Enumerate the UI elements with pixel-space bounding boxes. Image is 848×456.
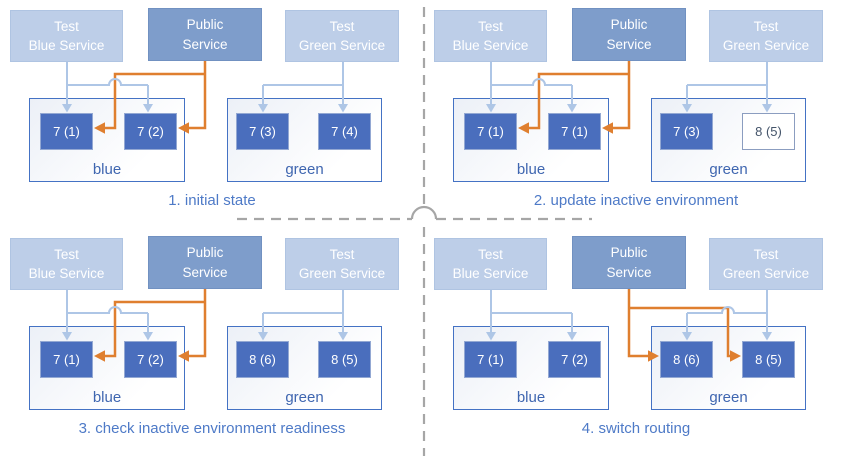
test-wire (67, 78, 148, 86)
public-service-label-line1: Public (610, 17, 648, 33)
version-node: 7 (1) (464, 341, 517, 378)
public-service-label-line1: Public (610, 245, 648, 261)
test-blue-service-label-line2: Blue Service (28, 38, 105, 53)
version-node: 7 (1) (40, 113, 93, 150)
green-environment-label: green (285, 161, 324, 178)
version-node: 8 (5) (318, 341, 371, 378)
test-wire (67, 306, 148, 314)
test-green-service-label-line2: Green Service (722, 266, 810, 281)
version-node: 7 (2) (548, 341, 601, 378)
test-blue-service-label-line1: Test (478, 18, 503, 34)
test-green-service-label-line2: Green Service (298, 38, 386, 53)
green-environment-label: green (285, 389, 324, 406)
version-node: 8 (5) (742, 341, 795, 378)
public-service-label-line1: Public (186, 17, 224, 33)
test-green-service-label-line2: Green Service (298, 266, 386, 281)
blue-environment-label: blue (92, 389, 122, 406)
test-blue-service-label-line1: Test (54, 246, 79, 262)
version-node: 7 (2) (124, 113, 177, 150)
public-service-label-line1: Public (186, 245, 224, 261)
blue-environment-label: blue (92, 161, 122, 178)
test-wire (491, 78, 572, 86)
test-green-service-label-line1: Test (329, 18, 355, 34)
version-node: 7 (4) (318, 113, 371, 150)
quadrant-caption: 4. switch routing (581, 420, 691, 437)
version-node: 7 (3) (660, 113, 713, 150)
public-service-label-line2: Service (606, 36, 652, 52)
test-green-service-label-line2: Green Service (722, 38, 810, 53)
quadrant-caption: 3. check inactive environment readiness (78, 420, 346, 437)
quadrant-caption: 1. initial state (168, 192, 256, 209)
public-route-wire (613, 61, 631, 130)
test-green-service-label-line1: Test (753, 18, 779, 34)
blue-environment-label: blue (516, 389, 546, 406)
test-wire (687, 306, 767, 314)
public-route-wire (189, 289, 207, 358)
green-environment-label: green (709, 161, 748, 178)
version-node: 8 (6) (660, 341, 713, 378)
test-blue-service-label-line2: Blue Service (452, 266, 529, 281)
test-blue-service-label-line1: Test (54, 18, 79, 34)
test-green-service-label-line1: Test (329, 246, 355, 262)
version-node: 7 (1) (548, 113, 601, 150)
test-green-service-label-line1: Test (753, 246, 779, 262)
blue-environment-label: blue (516, 161, 546, 178)
test-blue-service-label-line2: Blue Service (452, 38, 529, 53)
version-node: 7 (1) (40, 341, 93, 378)
test-blue-service-label-line2: Blue Service (28, 266, 105, 281)
version-node: 8 (5) (742, 113, 795, 150)
version-node: 7 (1) (464, 113, 517, 150)
quadrant-caption: 2. update inactive environment (533, 192, 739, 209)
test-blue-service-label-line1: Test (478, 246, 503, 262)
public-service-label-line2: Service (182, 264, 228, 280)
public-route-wire (189, 61, 207, 130)
public-route-wire (627, 289, 648, 358)
version-node: 8 (6) (236, 341, 289, 378)
green-environment-label: green (709, 389, 748, 406)
public-service-label-line2: Service (182, 36, 228, 52)
public-service-label-line2: Service (606, 264, 652, 280)
version-node: 7 (3) (236, 113, 289, 150)
version-node: 7 (2) (124, 341, 177, 378)
